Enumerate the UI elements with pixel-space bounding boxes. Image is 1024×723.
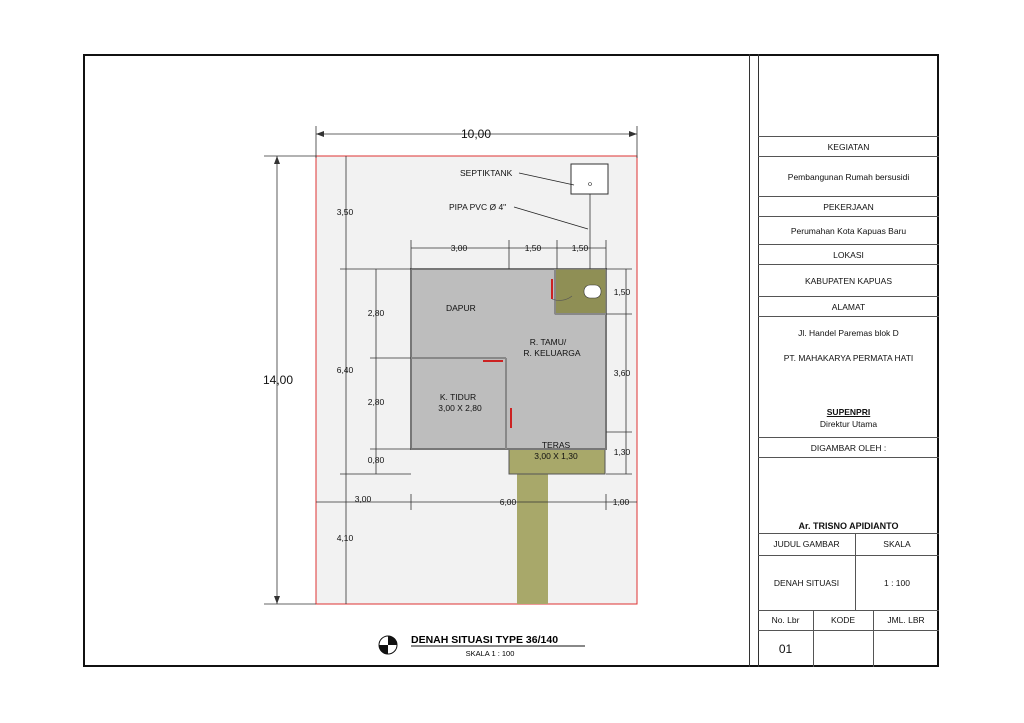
lbr-header-row	[758, 610, 939, 630]
drawing-scale: SKALA 1 : 100	[466, 649, 515, 658]
jmllbr-label: JML. LBR	[887, 615, 925, 625]
dim-teras: 1,30	[614, 447, 631, 457]
signer-title: Direktur Utama	[819, 419, 878, 429]
alamat-value: Jl. Handel Paremas blok D	[758, 316, 939, 348]
pipa-label: PIPA PVC Ø 4"	[449, 202, 506, 212]
judul-label: JUDUL GAMBAR	[773, 539, 840, 549]
drawing-title: DENAH SITUASI TYPE 36/140	[411, 634, 558, 646]
nolbr-value: 01	[778, 641, 793, 656]
tamu-label-2: R. KELUARGA	[523, 348, 580, 358]
dim-front: 3,50	[337, 207, 354, 217]
teras-label-1: TERAS	[542, 440, 571, 450]
dim-tidur: 2,80	[368, 397, 385, 407]
dim-bot-right: 1,00	[613, 497, 630, 507]
dim-wc: 1,50	[614, 287, 631, 297]
dim-tamu: 3,60	[614, 368, 631, 378]
digambar-label: DIGAMBAR OLEH :	[758, 437, 939, 457]
dim-total-width: 10,00	[461, 127, 491, 141]
toilet-icon	[583, 284, 602, 299]
kode-label: KODE	[830, 615, 856, 625]
tidur-label-1: K. TIDUR	[440, 392, 476, 402]
dim-top-right: 1,50	[572, 243, 589, 253]
nolbr-label: No. Lbr	[771, 615, 800, 625]
dim-dapur: 2,80	[368, 308, 385, 318]
signer-name: SUPENPRI	[826, 407, 871, 417]
lokasi-value: KABUPATEN KAPUAS	[758, 264, 939, 296]
judul-value: DENAH SITUASI	[773, 577, 840, 588]
lokasi-label: LOKASI	[758, 244, 939, 264]
lbr-value-row	[758, 630, 939, 667]
judul-row	[758, 533, 939, 555]
kegiatan-label: KEGIATAN	[758, 136, 939, 156]
tidur-label-2: 3,00 X 2,80	[438, 403, 482, 413]
dim-bot-left: 3,00	[355, 494, 372, 504]
dim-house: 6,40	[337, 365, 354, 375]
septic-tank-icon	[570, 163, 609, 195]
teras-label-2: 3,00 X 1,30	[534, 451, 578, 461]
alamat-label: ALAMAT	[758, 296, 939, 316]
pekerjaan-label: PEKERJAAN	[758, 196, 939, 216]
dim-top-left: 3,00	[451, 243, 468, 253]
tamu-label-1: R. TAMU/	[530, 337, 567, 347]
drafter-name: Ar. TRISNO APIDIANTO	[758, 457, 939, 533]
frame-separator	[749, 54, 759, 667]
skala-value: 1 : 100	[884, 577, 910, 588]
dim-back: 4,10	[337, 533, 354, 543]
pekerjaan-value: Perumahan Kota Kapuas Baru	[758, 216, 939, 244]
drawing-frame	[83, 54, 939, 667]
dim-total-height: 14,00	[263, 373, 293, 387]
kegiatan-value: Pembangunan Rumah bersusidi	[758, 156, 939, 196]
company-name: PT. MAHAKARYA PERMATA HATI	[783, 353, 914, 363]
dim-top-mid: 1,50	[525, 243, 542, 253]
dim-low: 0,80	[368, 455, 385, 465]
dapur-label: DAPUR	[446, 303, 476, 313]
judul-value-row	[758, 555, 939, 610]
title-block: KEGIATAN Pembangunan Rumah bersusidi PEK…	[758, 54, 939, 667]
septiktank-label: SEPTIKTANK	[460, 168, 513, 178]
skala-label: SKALA	[883, 539, 911, 549]
north-symbol-icon	[378, 635, 398, 655]
walkway	[517, 474, 548, 604]
dim-bot-mid: 6,00	[500, 497, 517, 507]
